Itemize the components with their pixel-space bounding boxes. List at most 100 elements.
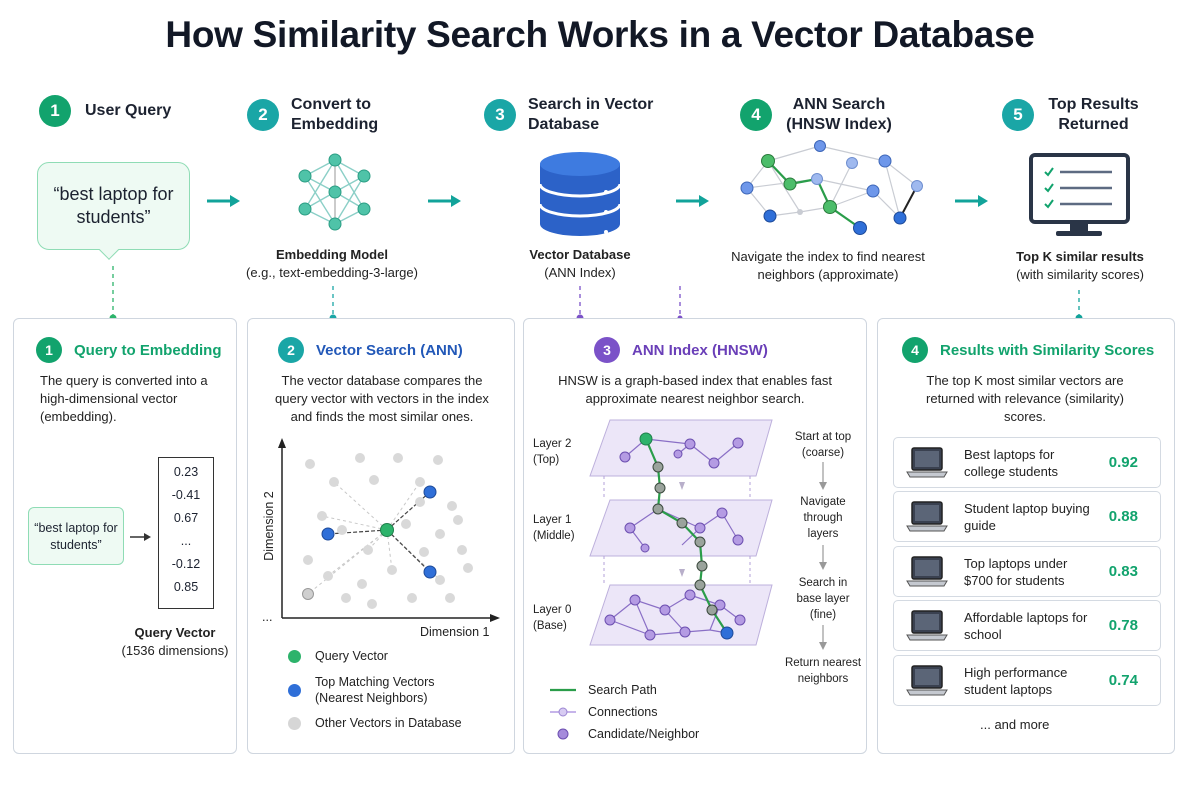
legend-other-vectors: Other Vectors in Database [288, 715, 462, 731]
legend-connections: Connections [550, 704, 658, 720]
other-vector-point [457, 545, 467, 555]
other-vector-point [302, 588, 314, 600]
hnsw-step-navigate: Navigate through layers [800, 496, 846, 540]
query-vector-dims: (1536 dimensions) [121, 643, 229, 658]
axis-y-label-wrap: Dimension 2 [249, 485, 279, 565]
results-caption-title: Top K similar results [1016, 249, 1144, 264]
other-vector-point [305, 459, 315, 469]
other-vector-point [407, 593, 417, 603]
other-vector-point [367, 599, 377, 609]
legend-label: Top Matching Vectors (Nearest Neighbors) [315, 675, 435, 705]
vector-value: -0.12 [171, 557, 201, 571]
legend-line-green [550, 688, 576, 692]
result-text: Best laptops for college students [964, 446, 1058, 479]
legend-dot-green [288, 649, 301, 663]
step-5-header: 5 Top Results Returned [1002, 95, 1141, 135]
legend-label: Search Path [588, 683, 657, 697]
other-vector-point [329, 477, 339, 487]
result-score: 0.83 [1108, 563, 1138, 580]
other-vector-point [445, 593, 455, 603]
query-vector-values: 0.23 -0.41 0.67 ... -0.12 0.85 [159, 461, 213, 599]
other-vector-point [435, 529, 445, 539]
neighbor-line [386, 529, 431, 573]
db-caption: Vector Database (ANN Index) [510, 246, 650, 282]
other-vector-point [317, 511, 327, 521]
query-vector-point [380, 523, 394, 537]
hnsw-graph-icon [740, 140, 923, 235]
panel-4-number: 4 [902, 337, 928, 363]
query-bubble: “best laptop for students” [37, 162, 190, 250]
result-text: Student laptop buying guide [964, 500, 1090, 533]
result-row[interactable]: Best laptops for college students 0.92 [893, 437, 1161, 488]
other-vector-point [463, 563, 473, 573]
legend-search-path: Search Path [550, 682, 657, 698]
page-title: How Similarity Search Works in a Vector … [165, 14, 1035, 55]
panel-2-title: 2 Vector Search (ANN) [278, 337, 463, 363]
panel-1-title-text: Query to Embedding [74, 341, 222, 359]
panel-4-desc: The top K most similar vectors are retur… [926, 373, 1124, 424]
step-5-number: 5 [1002, 99, 1034, 131]
results-caption: Top K similar results (with similarity s… [995, 248, 1165, 284]
nearest-neighbor-point [423, 565, 437, 579]
nearest-neighbor-point [423, 485, 437, 499]
layer-1-label: Layer 1 (Middle) [533, 514, 575, 542]
laptop-icon [906, 555, 948, 589]
panel-1-number: 1 [36, 337, 62, 363]
similarity-line [327, 529, 388, 577]
axis-origin-label: ... [262, 610, 273, 624]
laptop-icon [906, 500, 948, 534]
hnsw-steps-arrows [819, 462, 827, 650]
other-vector-point [447, 501, 457, 511]
step-2-header: 2 Convert to Embedding [247, 95, 401, 135]
hnsw-step-base: Search in base layer (fine) [796, 577, 850, 621]
vector-value: 0.67 [173, 511, 199, 525]
other-vector-point [341, 593, 351, 603]
search-path-line [644, 438, 728, 634]
result-text: Top laptops under $700 for students [964, 555, 1068, 588]
legend-label: Other Vectors in Database [315, 716, 462, 730]
query-vector-label: Query Vector [134, 625, 216, 640]
legend-dot-blue [288, 683, 301, 697]
other-vector-point [369, 475, 379, 485]
legend-dot-purple [557, 728, 569, 740]
similarity-line [386, 481, 421, 531]
legend-line-purple [550, 707, 576, 717]
step-2-label: Convert to Embedding [291, 96, 379, 133]
panel-4-title: 4 Results with Similarity Scores [902, 337, 1154, 363]
similarity-line [321, 515, 388, 531]
step-1-label: User Query [85, 102, 172, 119]
result-score: 0.92 [1108, 454, 1138, 471]
panel-3-title: 3 ANN Index (HNSW) [594, 337, 768, 363]
step-4-number: 4 [740, 99, 772, 131]
legend-candidate: Candidate/Neighbor [550, 726, 699, 742]
step-3-header: 3 Search in Vector Database [484, 95, 668, 135]
legend-label: Candidate/Neighbor [588, 727, 700, 741]
ann-caption: Navigate the index to find nearest neigh… [731, 249, 925, 282]
axis-y-label: Dimension 2 [262, 491, 276, 561]
result-row[interactable]: Top laptops under $700 for students 0.83 [893, 546, 1161, 597]
result-score: 0.78 [1108, 617, 1138, 634]
result-score: 0.74 [1108, 672, 1138, 689]
other-vector-point [363, 545, 373, 555]
panel-3-desc: HNSW is a graph-based index that enables… [558, 373, 832, 406]
embedding-caption-title: Embedding Model [276, 247, 388, 262]
legend-top-matching: Top Matching Vectors (Nearest Neighbors) [288, 674, 478, 706]
vector-scatter-plot [278, 438, 500, 622]
results-caption-sub: (with similarity scores) [1016, 267, 1144, 282]
vector-value: 0.23 [173, 465, 199, 479]
panel-2-number: 2 [278, 337, 304, 363]
embedding-caption-sub: (e.g., text-embedding-3-large) [246, 265, 418, 280]
embedding-caption: Embedding Model (e.g., text-embedding-3-… [236, 246, 428, 282]
layer-2-plane [589, 419, 773, 477]
step-4-header: 4 ANN Search (HNSW Index) [740, 95, 894, 135]
step-3-label: Search in Vector Database [528, 96, 654, 133]
legend-dot-gray [288, 716, 301, 730]
vector-value: ... [180, 534, 192, 548]
other-vector-point [419, 547, 429, 557]
other-vector-point [355, 453, 365, 463]
nearest-neighbor-point [321, 527, 335, 541]
